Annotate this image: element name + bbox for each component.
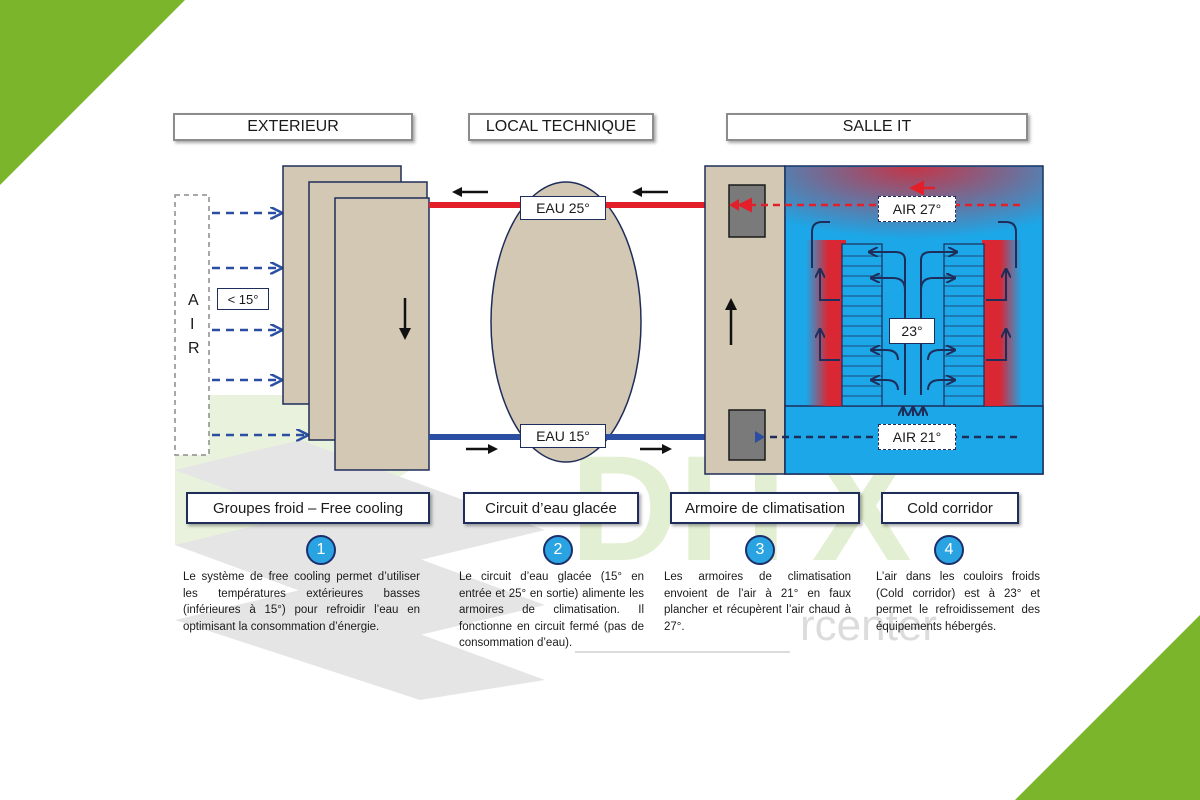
hot-pipe-flow-arrows <box>452 187 668 197</box>
outside-air-arrows <box>212 213 306 435</box>
header-salle-it: SALLE IT <box>726 113 1028 141</box>
watermark-shape-grey-2 <box>175 515 545 635</box>
air-intake-column <box>174 194 210 456</box>
step-2-description: Le circuit d’eau glacée (15° en entrée e… <box>459 571 644 649</box>
step-2-number: 2 <box>543 535 573 565</box>
watermark-shape-grey-3 <box>175 590 545 700</box>
air-circulation-arrows <box>811 221 1017 416</box>
ac-cabinet-bottom-unit <box>728 409 766 461</box>
coil-down-arrow <box>399 298 411 340</box>
cold-outlet-arrow <box>755 431 765 443</box>
step-4-label: Cold corridor <box>881 492 1019 524</box>
cold-corridor-temp-tag: 23° <box>889 318 935 344</box>
step-2-label: Circuit d’eau glacée <box>463 492 639 524</box>
watermark-subtext: rcenter <box>800 601 937 650</box>
rack-right <box>943 243 985 407</box>
cold-water-tag: EAU 15° <box>520 424 606 448</box>
chilled-water-tank <box>490 181 642 463</box>
ac-cabinet-up-arrow <box>725 298 737 345</box>
header-exterieur: EXTERIEUR <box>173 113 413 141</box>
step-3-description: Les armoires de climatisation envoient d… <box>664 571 851 633</box>
air-letter-a: A <box>188 292 199 309</box>
cold-air-tag: AIR 21° <box>878 424 956 450</box>
air-letter-i: I <box>190 316 195 333</box>
hot-inlet-arrow <box>729 199 739 211</box>
step-3-number: 3 <box>745 535 775 565</box>
cooler-panel-front <box>334 197 430 471</box>
step-4-description: L’air dans les couloirs froids (Cold cor… <box>876 571 1040 633</box>
ac-cabinet-top-unit <box>728 184 766 238</box>
hot-water-tag: EAU 25° <box>520 196 606 220</box>
step-4-number: 4 <box>934 535 964 565</box>
air-letter-r: R <box>188 340 200 357</box>
corner-triangle-bottom-right <box>1015 615 1200 800</box>
corner-triangle-top-left <box>0 0 185 185</box>
step-3-label: Armoire de climatisation <box>670 492 860 524</box>
step-1-number: 1 <box>306 535 336 565</box>
header-local-technique: LOCAL TECHNIQUE <box>468 113 654 141</box>
rack-left <box>841 243 883 407</box>
outside-temp-tag: < 15° <box>217 288 269 310</box>
cold-pipe-flow-arrows <box>466 444 672 454</box>
hot-air-tag: AIR 27° <box>878 196 956 222</box>
cooler-panels <box>282 165 430 471</box>
step-1-description: Le système de free cooling permet d’util… <box>183 571 420 633</box>
step-1-label: Groupes froid – Free cooling <box>186 492 430 524</box>
